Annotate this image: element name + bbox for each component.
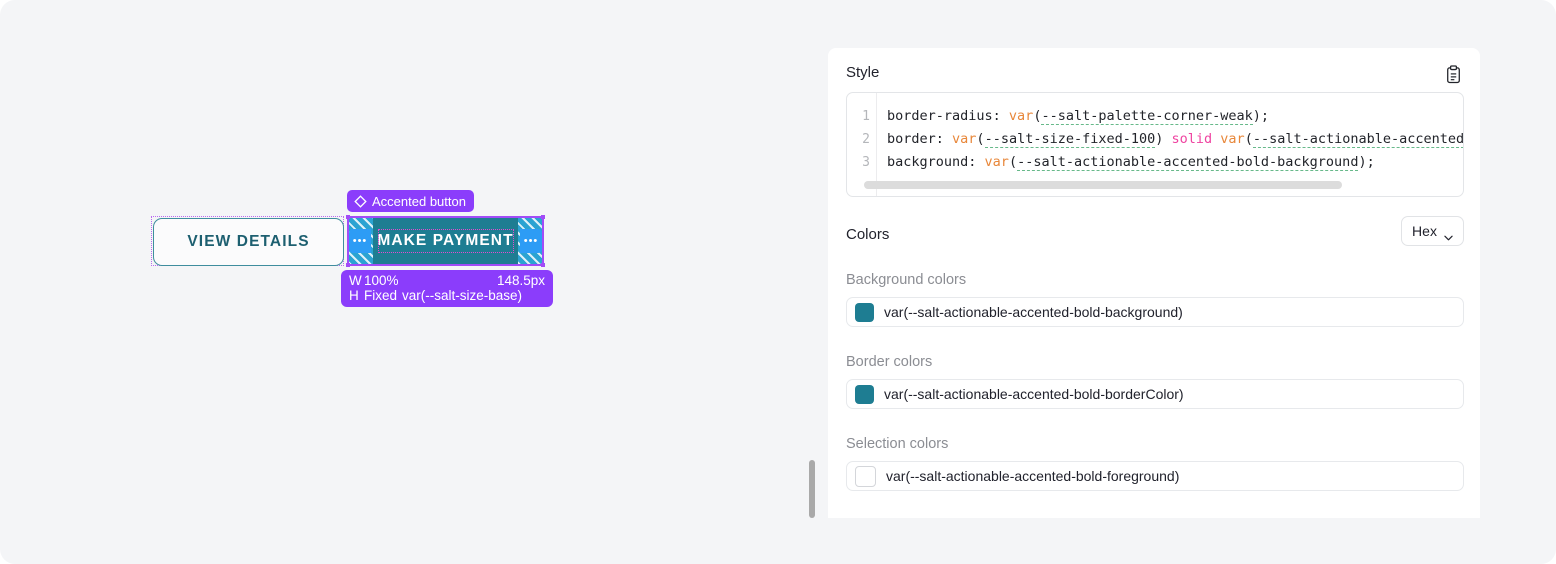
clipboard-icon[interactable] xyxy=(1442,62,1464,86)
code-end: ); xyxy=(1358,154,1375,170)
width-key: W xyxy=(349,273,362,288)
color-row[interactable]: var(--salt-actionable-accented-bold-bord… xyxy=(846,379,1464,409)
code-line: border: var(--salt-size-fixed-100) solid… xyxy=(887,128,1463,151)
chevron-down-icon xyxy=(1444,228,1453,241)
code-paren2: ( xyxy=(1244,131,1253,147)
color-token-name: var(--salt-actionable-accented-bold-back… xyxy=(884,304,1183,320)
color-row[interactable]: var(--salt-actionable-accented-bold-fore… xyxy=(846,461,1464,491)
code-fn: var xyxy=(952,131,977,147)
selection-corner-tr[interactable] xyxy=(541,215,545,219)
code-paren: ( xyxy=(976,131,985,147)
selection-corner-br[interactable] xyxy=(541,263,545,267)
code-horizontal-scrollbar[interactable] xyxy=(864,181,1342,189)
code-token: --salt-palette-corner-weak xyxy=(1041,108,1253,125)
color-token-name: var(--salt-actionable-accented-bold-fore… xyxy=(886,468,1180,484)
group-label: Border colors xyxy=(846,354,933,370)
color-swatch[interactable] xyxy=(855,465,876,487)
make-payment-label: MAKE PAYMENT xyxy=(377,232,514,249)
color-swatch[interactable] xyxy=(855,384,874,404)
selection-corner-bl[interactable] xyxy=(346,263,350,267)
width-computed: 148.5px xyxy=(496,273,545,288)
resize-handle-left[interactable]: ••• xyxy=(349,229,371,253)
code-line: background: var(--salt-actionable-accent… xyxy=(887,151,1463,174)
size-tooltip: W 100% 148.5px H Fixed var(--salt-size-b… xyxy=(341,270,553,307)
code-gutter: 1 2 3 xyxy=(847,93,877,196)
color-format-value: Hex xyxy=(1412,223,1437,239)
code-token: --salt-size-fixed-100 xyxy=(984,131,1156,148)
code-paren: ( xyxy=(1008,154,1018,170)
code-token2: --salt-actionable-accented xyxy=(1252,131,1464,148)
color-format-select[interactable]: Hex xyxy=(1401,216,1464,246)
color-swatch[interactable] xyxy=(855,302,874,322)
make-payment-selection[interactable]: MAKE PAYMENT ••• ••• xyxy=(346,215,545,267)
properties-panel: Style 1 2 3 border-radius: var(--salt-pa… xyxy=(828,48,1480,518)
group-label: Selection colors xyxy=(846,436,949,452)
group-label: Background colors xyxy=(846,272,967,288)
height-value: var(--salt-size-base) xyxy=(402,288,523,303)
line-number: 3 xyxy=(862,155,870,170)
code-end: ) xyxy=(1155,131,1164,147)
view-details-outline: VIEW DETAILS xyxy=(151,216,344,266)
selection-border xyxy=(347,216,544,266)
code-paren: ( xyxy=(1033,108,1042,124)
background-colors-group: Background colors var(--salt-actionable-… xyxy=(846,272,1464,327)
color-row[interactable]: var(--salt-actionable-accented-bold-back… xyxy=(846,297,1464,327)
code-token: --salt-actionable-accented-bold-backgrou… xyxy=(1017,154,1359,171)
code-line: border-radius: var(--salt-palette-corner… xyxy=(887,105,1463,128)
design-canvas[interactable]: VIEW DETAILS Accented button MAKE PAYMEN… xyxy=(0,0,800,564)
code-prop: background: xyxy=(887,154,985,170)
style-code-editor[interactable]: 1 2 3 border-radius: var(--salt-palette-… xyxy=(846,92,1464,197)
make-payment-button[interactable]: MAKE PAYMENT xyxy=(373,218,518,264)
code-end: ); xyxy=(1252,108,1270,124)
style-section-title: Style xyxy=(846,64,880,81)
panel-scrollbar-thumb[interactable] xyxy=(809,460,815,518)
component-name-label: Accented button xyxy=(372,193,466,209)
code-prop: border: xyxy=(887,131,953,147)
line-number: 1 xyxy=(862,109,870,124)
code-fn: var xyxy=(984,154,1009,170)
selection-corner-tl[interactable] xyxy=(346,215,350,219)
code-fn: var xyxy=(1008,108,1034,124)
resize-handle-right[interactable]: ••• xyxy=(520,229,542,253)
view-details-button[interactable]: VIEW DETAILS xyxy=(153,218,344,266)
diamond-icon xyxy=(354,194,367,208)
height-key: H xyxy=(349,288,359,303)
size-tooltip-width-row: W 100% 148.5px xyxy=(349,273,545,288)
code-content[interactable]: border-radius: var(--salt-palette-corner… xyxy=(887,105,1463,174)
code-fn2: var xyxy=(1220,131,1245,147)
size-tooltip-height-row: H Fixed var(--salt-size-base) xyxy=(349,288,545,303)
height-mode: Fixed xyxy=(364,288,398,303)
colors-section-title: Colors xyxy=(846,226,890,243)
border-colors-group: Border colors var(--salt-actionable-acce… xyxy=(846,354,1464,409)
component-name-badge[interactable]: Accented button xyxy=(347,190,474,212)
code-prop: border-radius: xyxy=(887,108,1009,124)
width-value: 100% xyxy=(364,273,399,288)
selection-colors-group: Selection colors var(--salt-actionable-a… xyxy=(846,436,1464,491)
line-number: 2 xyxy=(862,132,870,147)
color-token-name: var(--salt-actionable-accented-bold-bord… xyxy=(884,386,1184,402)
code-keyword: solid xyxy=(1163,131,1221,147)
